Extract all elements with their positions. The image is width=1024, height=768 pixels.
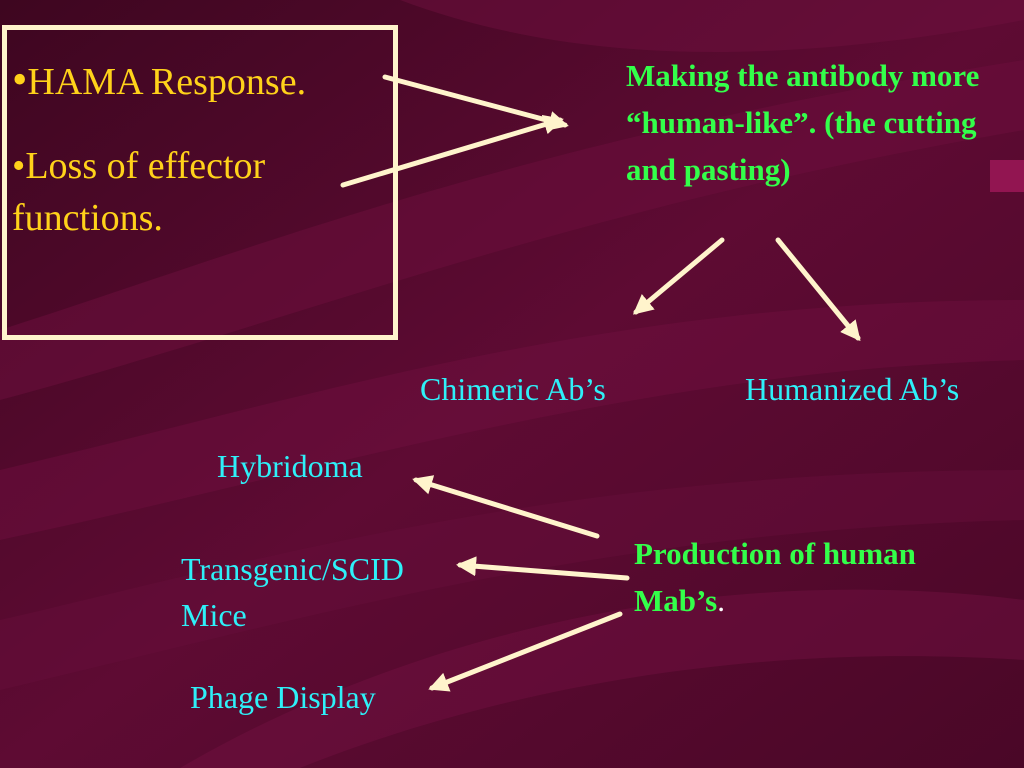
arrow-hama-to-solution xyxy=(382,74,569,131)
problem-effector-text: Loss of effector functions. xyxy=(12,145,266,239)
production-dot: . xyxy=(717,583,725,618)
production-text: Production of human Mab’s. xyxy=(634,530,934,624)
transgenic-label: Transgenic/SCID Mice xyxy=(181,551,404,633)
chimeric-label: Chimeric Ab’s xyxy=(420,371,606,407)
arrow-effector-to-solution xyxy=(340,115,564,188)
problem-effector: •Loss of effector functions. xyxy=(12,140,342,244)
arrow-production-to-hybridoma xyxy=(412,475,600,539)
bullet: • xyxy=(12,145,26,187)
corner-accent xyxy=(990,160,1024,192)
hybridoma-label: Hybridoma xyxy=(217,448,363,484)
phage-display-label: Phage Display xyxy=(190,679,376,715)
solution-text: Making the antibody more “human-like”. (… xyxy=(626,58,980,187)
problem-hama: •HAMA Response. xyxy=(12,54,306,108)
arrow-production-to-transgenic xyxy=(456,556,630,581)
arrow-solution-to-chimeric xyxy=(632,237,725,315)
arrow-production-to-phage xyxy=(428,611,623,692)
humanized-label: Humanized Ab’s xyxy=(745,371,960,407)
arrow-solution-to-humanized xyxy=(775,237,861,342)
production-title: Production of human Mab’s xyxy=(634,536,916,618)
problems-box xyxy=(2,25,398,340)
problem-hama-text: HAMA Response. xyxy=(27,61,307,103)
bullet: • xyxy=(12,55,28,104)
